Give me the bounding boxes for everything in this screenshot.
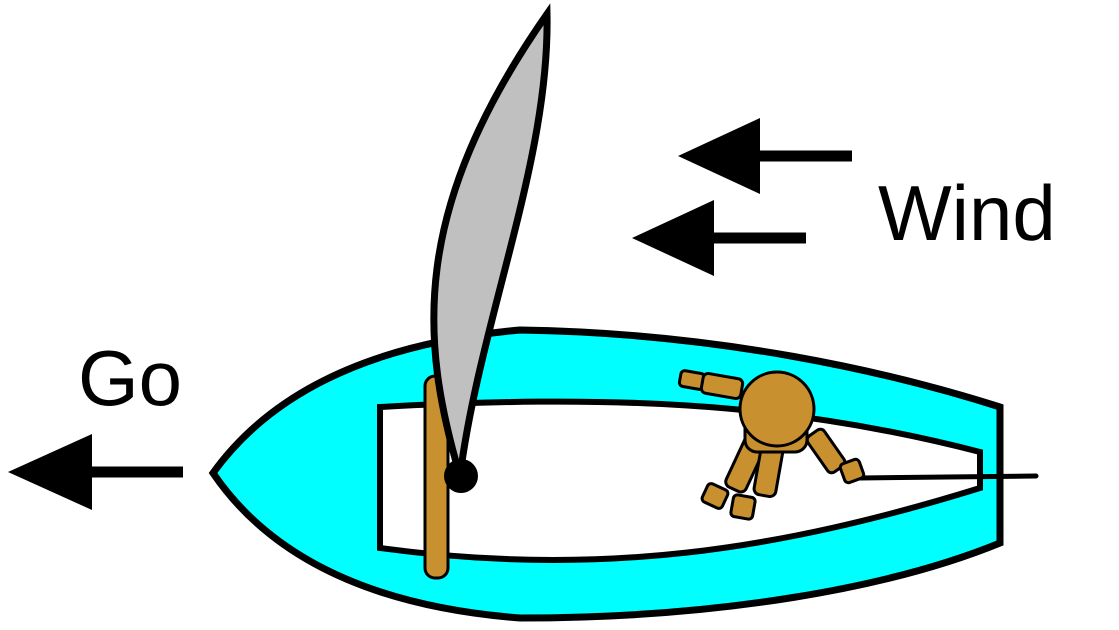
wind-arrow-icon bbox=[632, 200, 806, 276]
wind-label: Wind bbox=[878, 169, 1056, 257]
go-label: Go bbox=[78, 334, 182, 422]
go-arrow-icon bbox=[8, 434, 183, 510]
tiller bbox=[860, 476, 1036, 478]
mast bbox=[444, 459, 478, 493]
wind-arrow-icon bbox=[678, 118, 852, 194]
